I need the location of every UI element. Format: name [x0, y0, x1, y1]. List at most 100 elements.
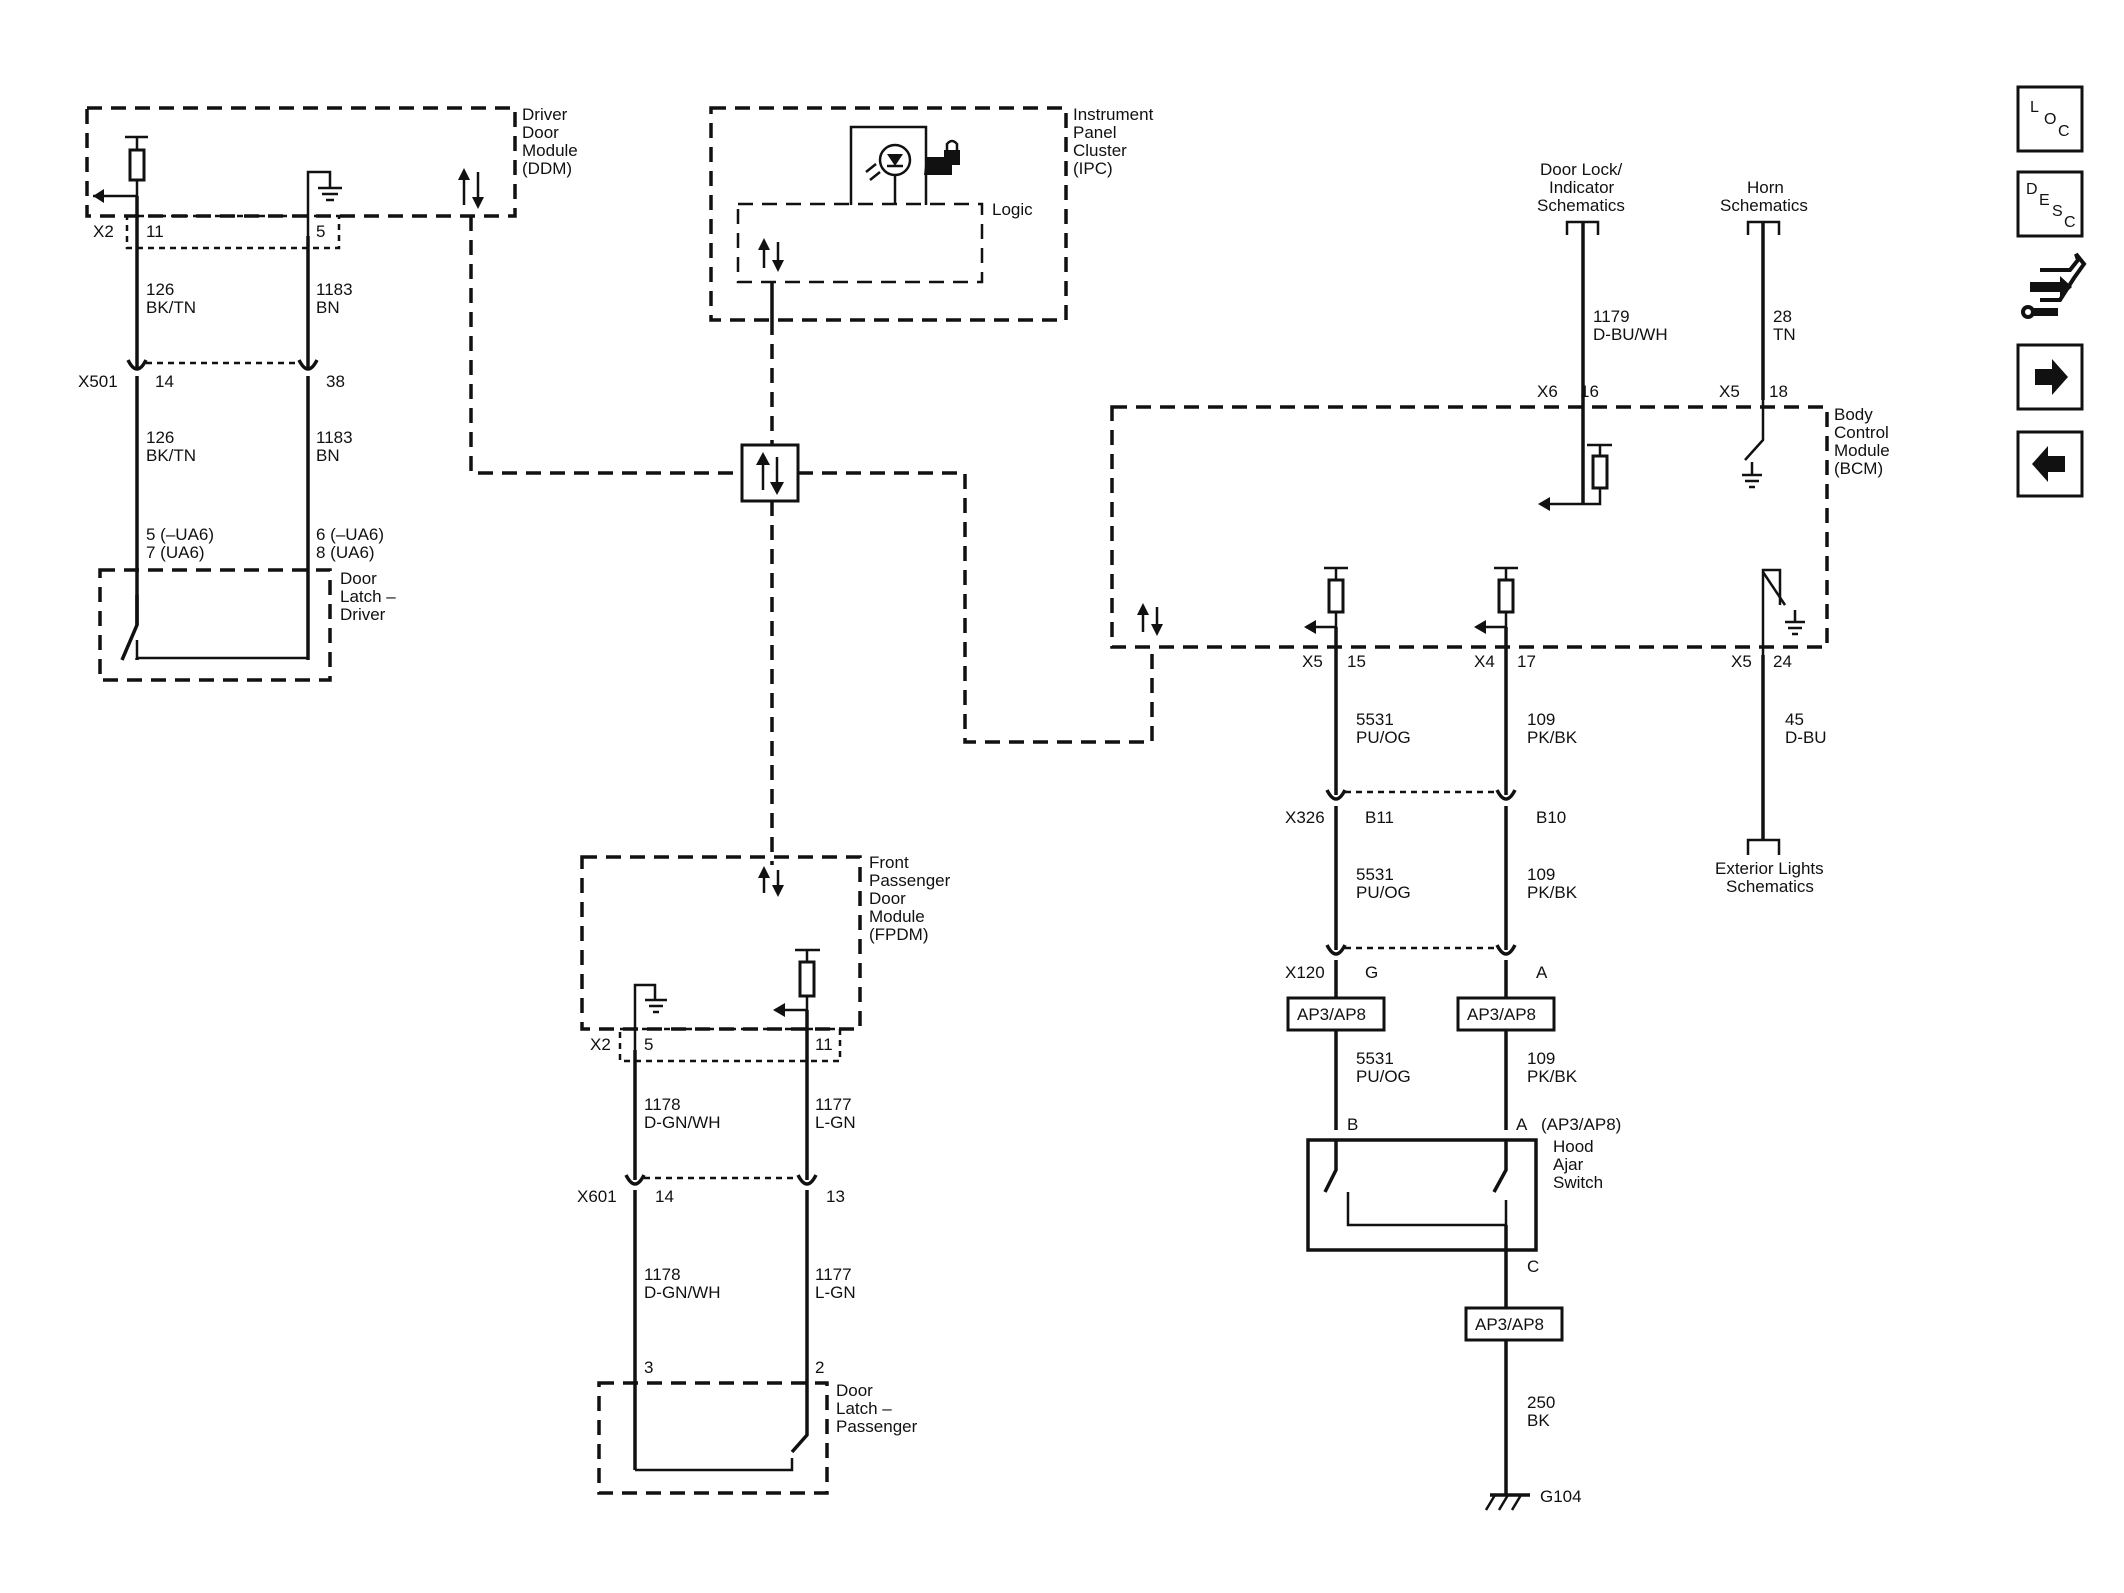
wire-1183a-color: BN: [316, 298, 340, 317]
wire-1179-color: D-BU/WH: [1593, 325, 1668, 344]
fpdm-label-4: Module: [869, 907, 925, 926]
loc-char-2: O: [2044, 111, 2056, 128]
pin-ddm-11: 11: [146, 222, 164, 241]
latch-driver-label-1: Door: [340, 569, 377, 588]
hood-label-3: Switch: [1553, 1173, 1603, 1192]
connector-x501: X501: [78, 372, 118, 391]
hood-label-1: Hood: [1553, 1137, 1594, 1156]
ddm-label-4: (DDM): [522, 159, 572, 178]
wire-45-color: D-BU: [1785, 728, 1827, 747]
pin-latch-d-r1: 6 (–UA6): [316, 525, 384, 544]
pullup-resistor-icon: [773, 948, 820, 1017]
back-arrow-icon: [2032, 446, 2065, 482]
option-ap-right-label: AP3/AP8: [1467, 1005, 1536, 1024]
connector-info-button[interactable]: [2021, 252, 2087, 319]
wire-109a-color: PK/BK: [1527, 728, 1578, 747]
ipc-module: Instrument Panel Cluster (IPC) Logic: [709, 105, 1154, 322]
pullup-resistor-icon: [1304, 566, 1348, 634]
loc-char-3: C: [2058, 123, 2070, 140]
door-latch-driver: Door Latch – Driver: [98, 568, 396, 682]
wire-1177a-num: 1177: [815, 1095, 852, 1114]
ipc-label-2: Panel: [1073, 123, 1116, 142]
pin-x501-14: 14: [155, 372, 174, 391]
wire-126a-num: 126: [146, 280, 174, 299]
connector-g104: G104: [1540, 1487, 1582, 1506]
back-button[interactable]: [2016, 430, 2084, 498]
connector-x326: X326: [1285, 808, 1325, 827]
ref-horn-label-1: Horn: [1747, 178, 1784, 197]
pin-ddm-5: 5: [316, 222, 325, 241]
pin-bcm-17: 17: [1517, 652, 1536, 671]
wire-109b-num: 109: [1527, 865, 1555, 884]
forward-button[interactable]: [2016, 343, 2084, 411]
pin-x120-a: A: [1536, 963, 1548, 982]
location-button[interactable]: L O C: [2016, 85, 2084, 153]
ref-ext-lights-label-1: Exterior Lights: [1715, 859, 1824, 878]
pin-bcm-24: 24: [1773, 652, 1792, 671]
ref-door-lock-label-2: Indicator: [1549, 178, 1615, 197]
pin-latch-d-l2: 7 (UA6): [146, 543, 205, 562]
pin-fpdm-5: 5: [644, 1035, 653, 1054]
desc-char-2: E: [2039, 192, 2050, 209]
latch-driver-label-2: Latch –: [340, 587, 396, 606]
wire-1179-num: 1179: [1593, 307, 1630, 326]
connector-x2-fpdm: X2: [590, 1035, 611, 1054]
connector-x601: X601: [577, 1187, 617, 1206]
wire-126b-color: BK/TN: [146, 446, 196, 465]
forward-arrow-icon: [2035, 359, 2068, 395]
pin-latch-d-l1: 5 (–UA6): [146, 525, 214, 544]
connector-info-icon: [2021, 252, 2087, 319]
wire-1178a-color: D-GN/WH: [644, 1113, 720, 1132]
ref-exterior-lights[interactable]: Exterior Lights Schematics: [1715, 838, 1824, 896]
pin-x501-38: 38: [326, 372, 345, 391]
wire-1178b-color: D-GN/WH: [644, 1283, 720, 1302]
wire-126b-num: 126: [146, 428, 174, 447]
option-ap-left-label: AP3/AP8: [1297, 1005, 1366, 1024]
ddm-label-3: Module: [522, 141, 578, 160]
latch-passenger-label-1: Door: [836, 1381, 873, 1400]
ground-icon: [306, 170, 342, 236]
pin-bcm-15: 15: [1347, 652, 1366, 671]
latch-driver-label-3: Driver: [340, 605, 386, 624]
bcm-label-3: Module: [1834, 441, 1890, 460]
connector-x5-a: X5: [1302, 652, 1323, 671]
fpdm-wiring: 1178 D-GN/WH 1177 L-GN X601 14 13 1178 D…: [577, 1010, 856, 1470]
serial-data-icon: [458, 168, 484, 209]
option-ap-bottom-label: AP3/AP8: [1475, 1315, 1544, 1334]
connector-x2-ddm: X2: [93, 222, 114, 241]
pin-hood-a: A: [1516, 1115, 1528, 1134]
wire-45-num: 45: [1785, 710, 1804, 729]
connector-x4: X4: [1474, 652, 1495, 671]
description-button[interactable]: D E S C: [2016, 170, 2084, 238]
door-ajar-indicator-icon: [849, 125, 960, 205]
fpdm-label-5: (FPDM): [869, 925, 928, 944]
wire-5531c-color: PU/OG: [1356, 1067, 1411, 1086]
bcm-output-wiring: 5531 PU/OG 109 PK/BK 45 D-BU X326 B11 B1…: [1285, 627, 1827, 1130]
pin-latch-p-3: 3: [644, 1358, 653, 1377]
serial-data-icon: [758, 866, 784, 897]
connector-x5-top: X5: [1719, 382, 1740, 401]
door-latch-passenger: Door Latch – Passenger: [597, 1381, 918, 1495]
pin-x326-b10: B10: [1536, 808, 1566, 827]
pin-x120-g: G: [1365, 963, 1378, 982]
bcm-label-2: Control: [1834, 423, 1889, 442]
ref-door-lock-label-3: Schematics: [1537, 196, 1625, 215]
ref-door-lock[interactable]: Door Lock/ Indicator Schematics 1179 D-B…: [1537, 160, 1668, 504]
wire-5531b-num: 5531: [1356, 865, 1394, 884]
desc-char-1: D: [2026, 181, 2038, 198]
pin-fpdm-11: 11: [815, 1035, 833, 1054]
pin-x326-b11: B11: [1365, 808, 1394, 827]
wire-126a-color: BK/TN: [146, 298, 196, 317]
serial-data-icon: [758, 238, 784, 272]
wire-1177a-color: L-GN: [815, 1113, 856, 1132]
fpdm-label-2: Passenger: [869, 871, 951, 890]
ref-horn[interactable]: Horn Schematics 28 TN: [1720, 178, 1808, 400]
ref-ext-lights-label-2: Schematics: [1726, 877, 1814, 896]
desc-char-4: C: [2064, 214, 2076, 231]
hood-label-2: Ajar: [1553, 1155, 1584, 1174]
wire-1177b-color: L-GN: [815, 1283, 856, 1302]
bcm-module: Body Control Module (BCM): [1110, 382, 1890, 671]
pullup-resistor-icon: [1474, 566, 1518, 634]
ipc-label-3: Cluster: [1073, 141, 1127, 160]
ddm-label-2: Door: [522, 123, 559, 142]
